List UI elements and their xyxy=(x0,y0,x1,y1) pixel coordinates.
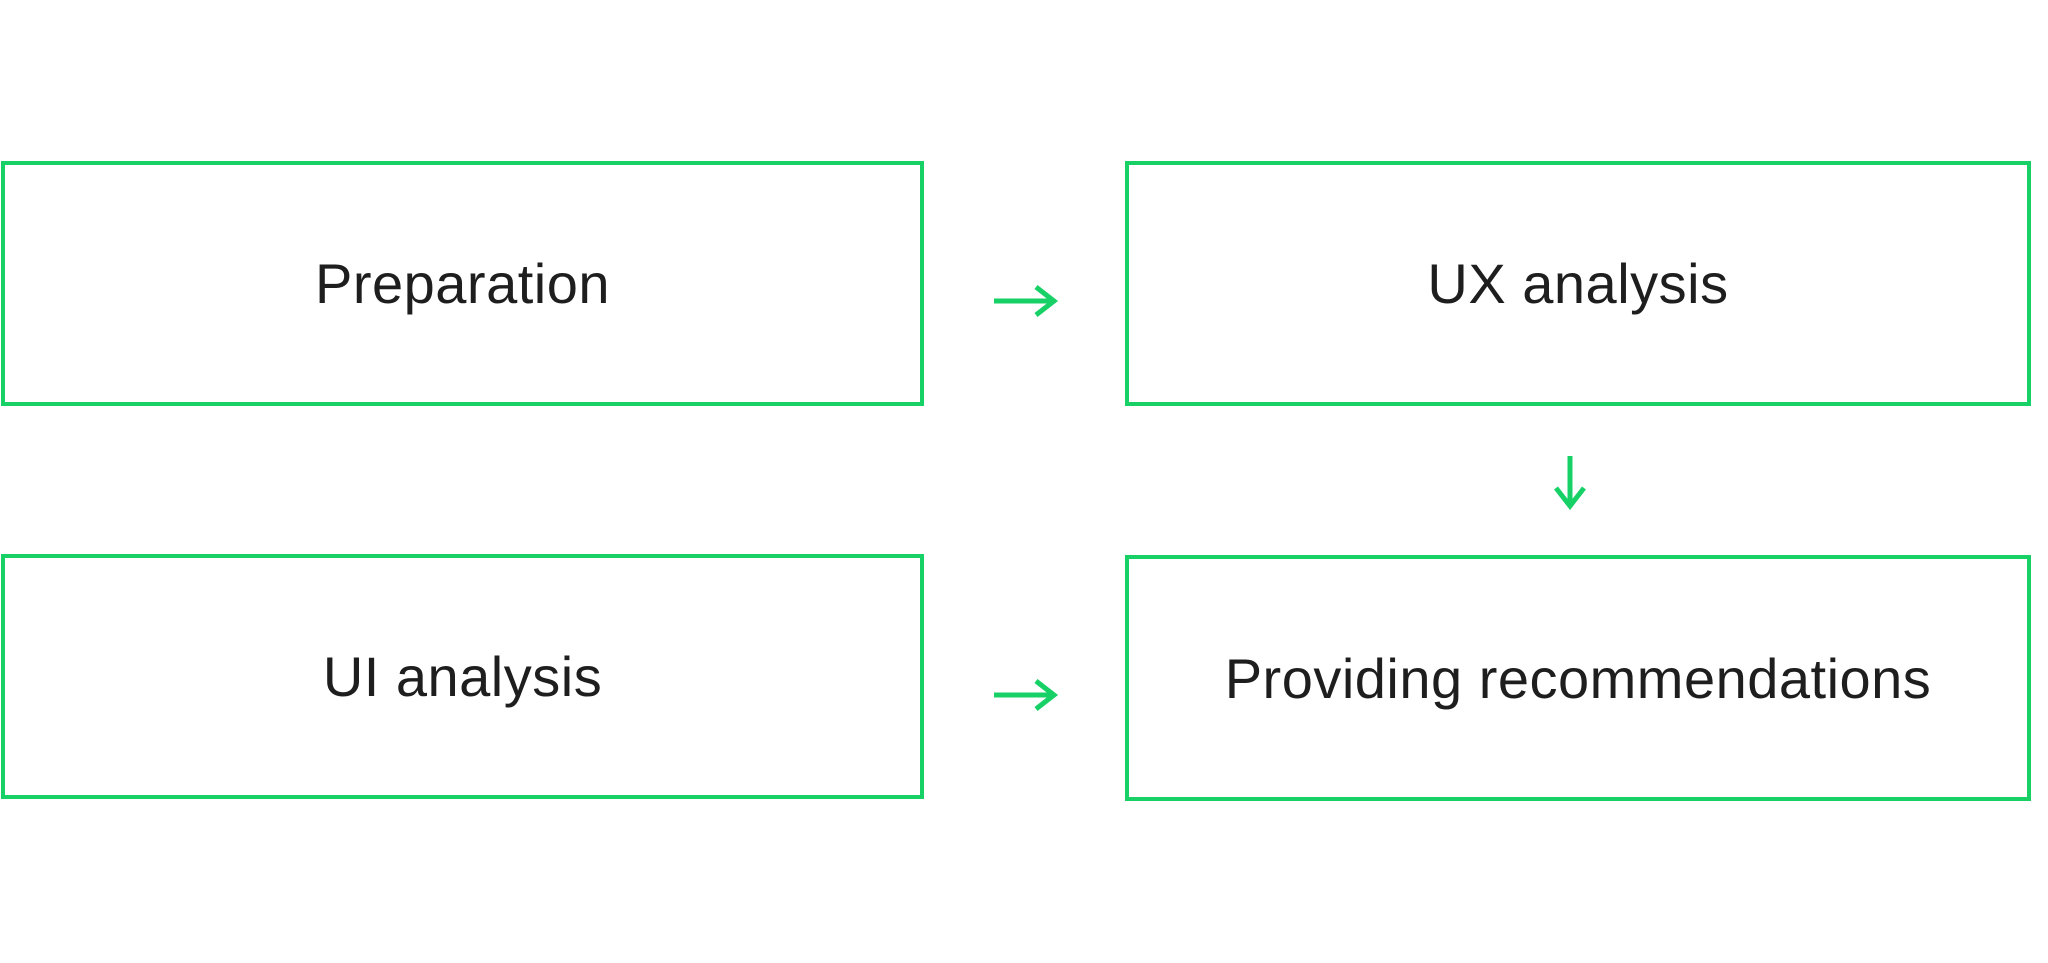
arrow-right-icon xyxy=(994,679,1059,711)
node-preparation: Preparation xyxy=(1,161,924,406)
arrow-right-icon xyxy=(994,285,1059,317)
node-providing-recommendations-label: Providing recommendations xyxy=(1224,646,1932,710)
node-ui-analysis: UI analysis xyxy=(1,554,924,799)
node-ui-analysis-label: UI analysis xyxy=(322,645,603,708)
node-preparation-label: Preparation xyxy=(314,252,610,315)
arrow-down-icon xyxy=(1554,456,1586,511)
node-ux-analysis-label: UX analysis xyxy=(1427,252,1729,315)
node-ux-analysis: UX analysis xyxy=(1125,161,2031,406)
node-providing-recommendations: Providing recommendations xyxy=(1125,555,2031,801)
